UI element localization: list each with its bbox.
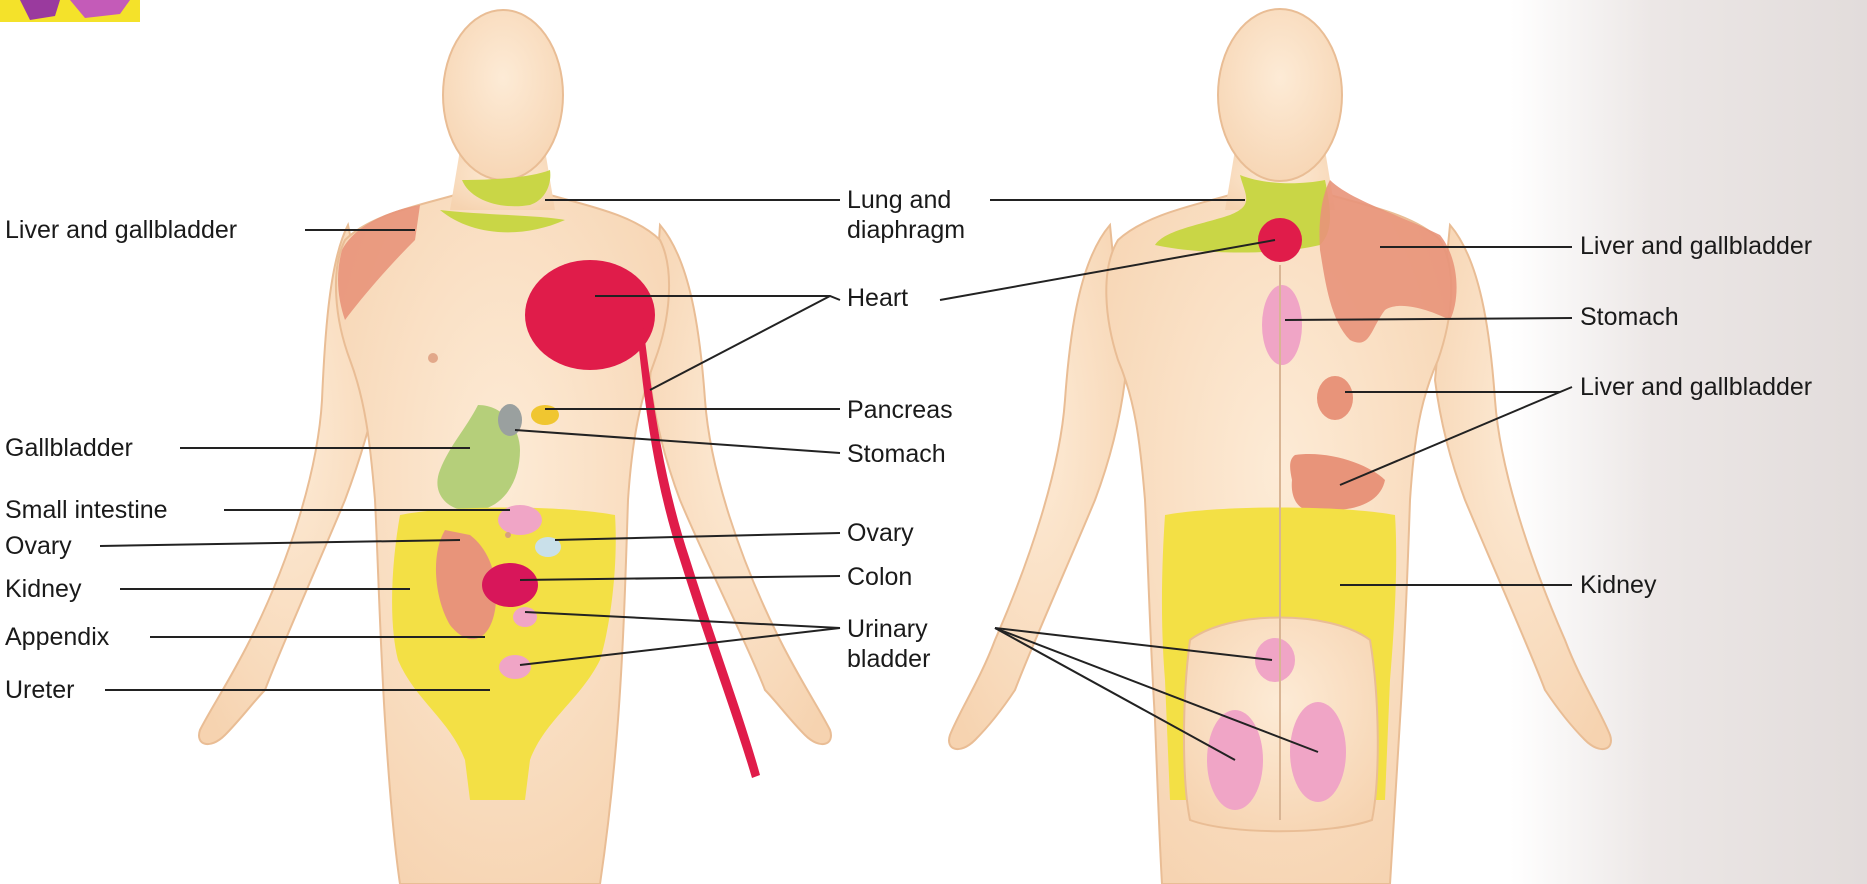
- back-liver-gallbladder-spot: [1317, 376, 1353, 420]
- label-front-appendix: Appendix: [5, 622, 109, 652]
- front-nipple: [428, 353, 438, 363]
- front-colon-spot: [482, 563, 538, 607]
- back-heart-area: [1258, 218, 1302, 262]
- label-lung-diaphragm: Lung and diaphragm: [847, 185, 965, 245]
- front-head: [443, 10, 563, 180]
- label-urinary-line1: Urinary: [847, 614, 930, 644]
- corner-tab-icon: [0, 0, 140, 22]
- label-lung-line1: Lung and: [847, 185, 965, 215]
- front-bladder-spot: [499, 655, 531, 679]
- label-lung-line2: diaphragm: [847, 215, 965, 245]
- back-bladder-spot: [1255, 638, 1295, 682]
- label-front-ovary: Ovary: [5, 531, 72, 561]
- front-right-arm: [650, 225, 831, 744]
- back-left-arm: [949, 225, 1125, 749]
- label-back-liver-gallbladder-1: Liver and gallbladder: [1580, 231, 1812, 261]
- label-front-kidney: Kidney: [5, 574, 81, 604]
- label-front-gallbladder: Gallbladder: [5, 433, 133, 463]
- label-front-small-intestine: Small intestine: [5, 495, 168, 525]
- back-head: [1218, 9, 1342, 181]
- label-back-kidney: Kidney: [1580, 570, 1656, 600]
- front-appendix-spot: [513, 607, 537, 627]
- front-navel: [505, 532, 511, 538]
- label-back-stomach: Stomach: [1580, 302, 1679, 332]
- label-front-ureter: Ureter: [5, 675, 74, 705]
- label-heart: Heart: [847, 283, 908, 313]
- label-urinary-line2: bladder: [847, 644, 930, 674]
- label-urinary-bladder: Urinary bladder: [847, 614, 930, 674]
- label-stomach-center: Stomach: [847, 439, 946, 469]
- label-pancreas: Pancreas: [847, 395, 953, 425]
- label-back-liver-gallbladder-2: Liver and gallbladder: [1580, 372, 1812, 402]
- label-front-liver-gallbladder: Liver and gallbladder: [5, 215, 237, 245]
- label-colon: Colon: [847, 562, 912, 592]
- back-stomach-area: [1262, 285, 1302, 365]
- label-ovary-center: Ovary: [847, 518, 914, 548]
- back-body-figure: [949, 9, 1611, 884]
